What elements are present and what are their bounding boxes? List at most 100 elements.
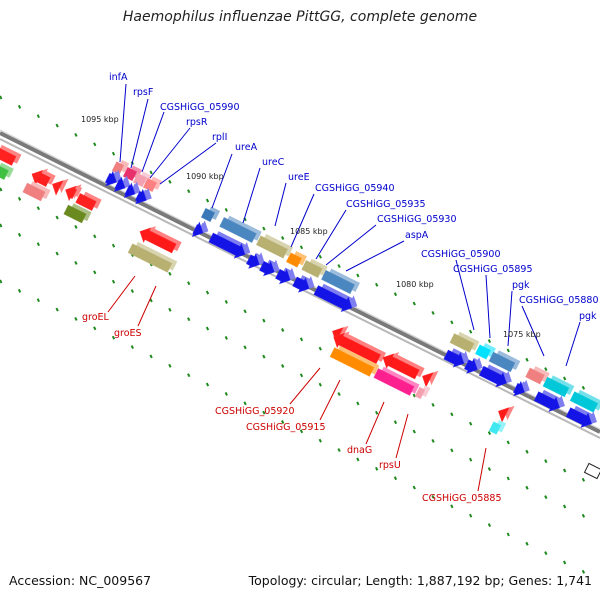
arrow-f2-face — [113, 176, 126, 193]
block-groEL-face — [139, 227, 177, 254]
tick-dot — [187, 317, 191, 322]
tick-dot — [0, 223, 3, 228]
gene-label-rpsR: rpsR — [186, 117, 208, 128]
tick-dot — [111, 151, 116, 156]
tick-dot — [36, 298, 40, 303]
leader-forward — [159, 142, 217, 185]
edge-marker — [583, 462, 600, 480]
tick-dot — [0, 279, 3, 284]
arrow-f5-face — [191, 221, 204, 238]
block-r-left5-face — [22, 182, 46, 202]
gene-label-ureC: ureC — [262, 157, 285, 168]
tick-dot — [318, 382, 322, 387]
tick-dot — [544, 459, 548, 464]
tick-dot — [111, 243, 116, 248]
tick-dot — [55, 251, 59, 256]
arrow-r-left3-face — [65, 185, 78, 202]
tick-dot — [487, 339, 492, 343]
block-pgk — [488, 350, 521, 373]
block-groEL — [139, 226, 182, 254]
leader-forward — [521, 305, 545, 357]
block-rplI-face — [200, 207, 216, 223]
gene-label-CGSHiGG_05915: CGSHiGG_05915 — [246, 422, 326, 433]
block-05915-face — [329, 347, 375, 377]
tick-dot — [205, 382, 210, 387]
block-rpsU — [373, 366, 420, 396]
tick-dot — [393, 420, 398, 425]
tick-dot — [74, 133, 78, 137]
block-ureC — [256, 234, 294, 259]
gene-label-CGSHiGG_05900: CGSHiGG_05900 — [421, 249, 501, 260]
arrow-f8-face — [259, 260, 275, 277]
arrow-f4-face — [134, 188, 147, 205]
gene-label-dnaG: dnaG — [347, 445, 372, 456]
tick-dot — [393, 292, 398, 297]
tick-dot — [93, 142, 97, 147]
tick-dot — [168, 363, 172, 368]
label-leaders — [107, 83, 581, 492]
tick-dot — [243, 309, 247, 314]
arrow-f12-face — [443, 349, 465, 368]
leader-reverse — [319, 379, 341, 421]
tick-dot — [205, 326, 210, 331]
tick-dot — [205, 290, 210, 295]
arrow-f3 — [123, 181, 141, 199]
arrow-f6 — [208, 231, 251, 259]
tick-dot — [187, 281, 191, 286]
arrow-f16-face — [533, 391, 560, 412]
block-05920 — [333, 331, 386, 364]
tick-dot — [525, 485, 529, 490]
tick-dot — [168, 271, 172, 276]
gene-label-CGSHiGG_05935: CGSHiGG_05935 — [346, 199, 426, 210]
tick-dot — [450, 504, 454, 509]
gene-label-pgk: pgk — [512, 280, 530, 291]
leader-forward — [345, 240, 405, 272]
tick-dot — [525, 449, 529, 454]
tick-dot — [111, 335, 116, 340]
tick-dot — [262, 410, 266, 415]
block-dnaG-face — [382, 353, 420, 380]
leader-forward — [119, 83, 127, 163]
tick-dot — [168, 307, 172, 312]
arrow-f14 — [478, 364, 512, 388]
arrow-f11 — [313, 283, 358, 312]
tick-dot — [581, 569, 586, 574]
tick-dot — [525, 541, 529, 546]
block-ureE-face — [286, 252, 302, 268]
block-05880-face — [525, 367, 545, 385]
tick-dot — [581, 513, 586, 518]
gene-label-pgk-2: pgk — [579, 311, 597, 322]
leader-forward — [149, 127, 191, 179]
tick-dot — [299, 373, 304, 378]
leader-reverse — [365, 401, 385, 445]
tick-dot — [412, 301, 416, 306]
leader-reverse — [107, 275, 136, 313]
tick-dot — [93, 326, 97, 331]
tick-dot — [36, 206, 40, 211]
leader-forward — [274, 182, 287, 227]
tick-dot — [130, 289, 134, 294]
tick-dot — [487, 431, 492, 435]
arrow-f13 — [464, 357, 483, 374]
tick-dot — [562, 468, 567, 473]
gene-label-rpsU: rpsU — [379, 460, 401, 471]
block-groES — [127, 241, 178, 273]
block-05880 — [525, 366, 550, 385]
arrow-r-left1 — [31, 168, 56, 187]
block-ureA — [219, 215, 262, 243]
gene-label-ureA: ureA — [235, 142, 258, 153]
tick-dot — [506, 476, 510, 481]
tick-dot — [337, 448, 341, 453]
gene-label-CGSHiGG_05920: CGSHiGG_05920 — [215, 406, 295, 417]
tick-dot — [468, 421, 473, 426]
gene-label-CGSHiGG_05885: CGSHiGG_05885 — [422, 493, 502, 504]
tick-dot — [562, 560, 567, 565]
gene-label-ureE: ureE — [288, 172, 310, 183]
tick-dot — [149, 298, 153, 303]
leader-reverse — [137, 285, 157, 327]
arrow-05885-face — [498, 407, 510, 423]
block-r-pink-face — [414, 386, 426, 400]
block-infA — [111, 159, 130, 175]
tick-dot — [356, 273, 360, 278]
